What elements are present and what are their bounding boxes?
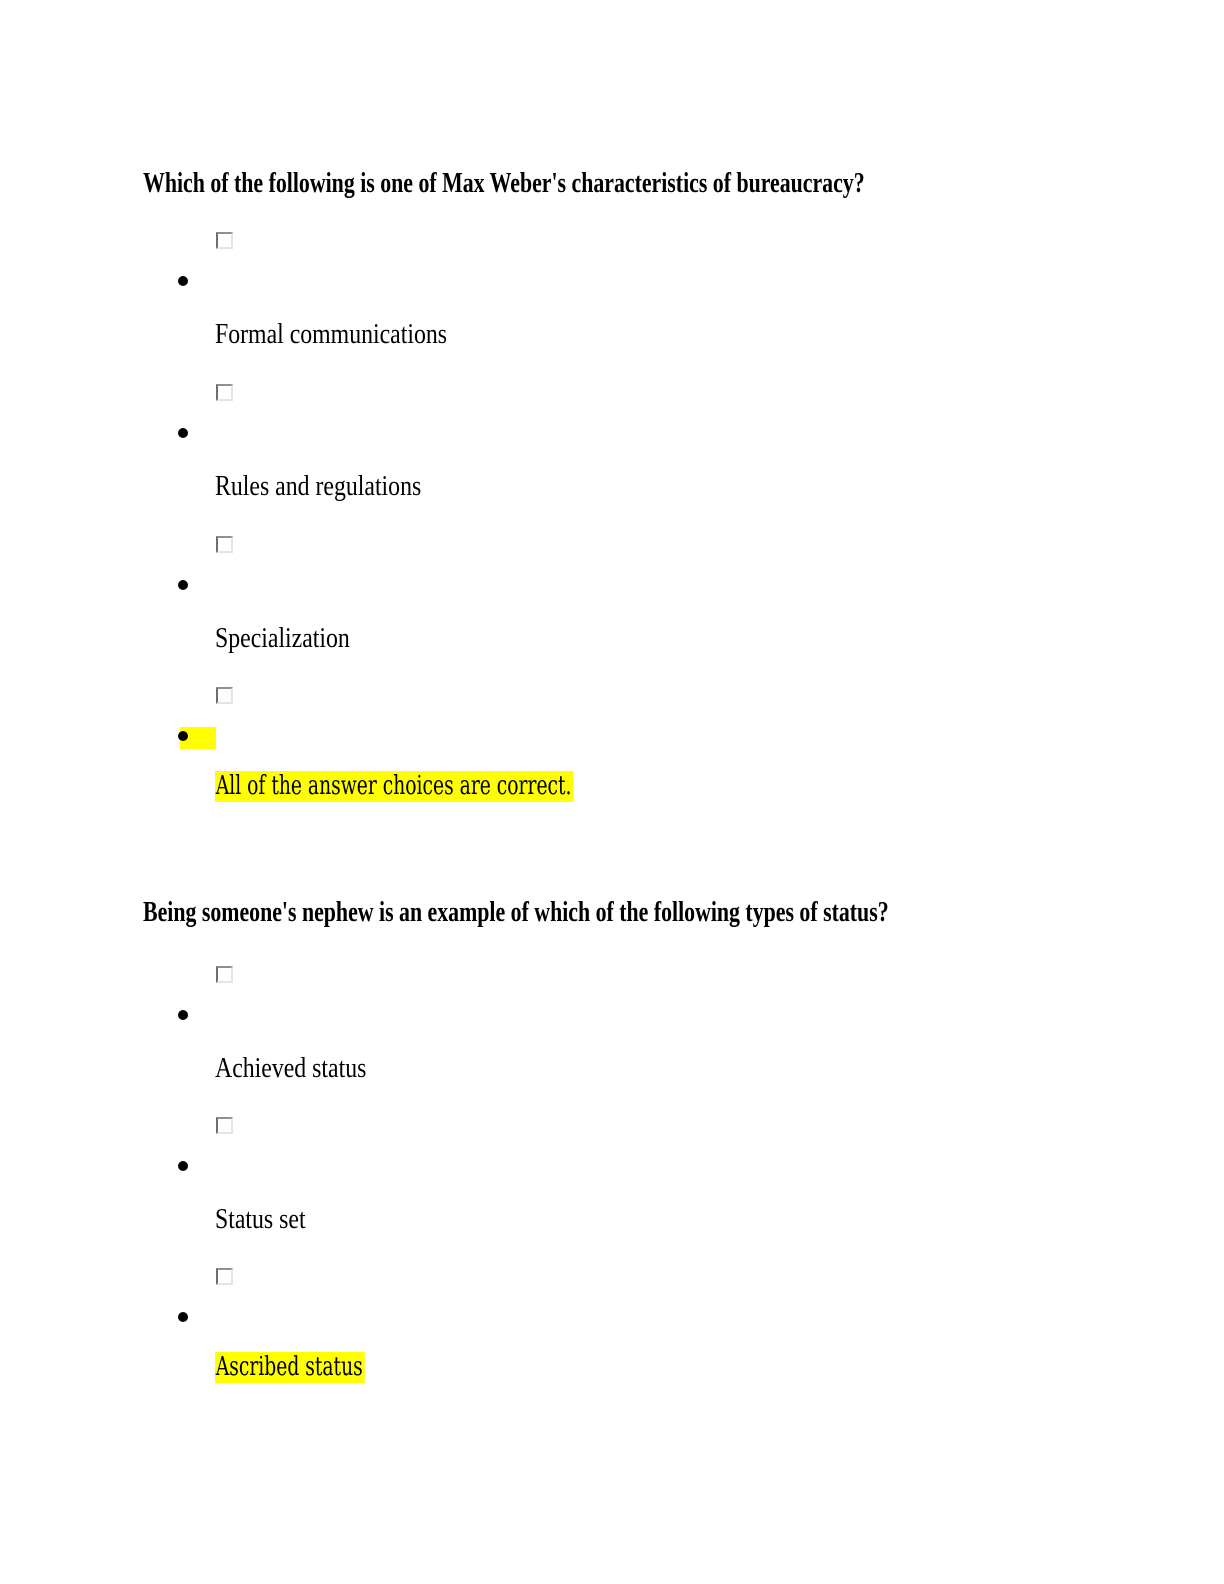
bullet-icon xyxy=(178,731,188,741)
answer-checkbox[interactable] xyxy=(216,966,233,983)
bullet-icon xyxy=(178,276,188,286)
bullet-icon xyxy=(178,1010,188,1020)
answer-option: Rules and regulations xyxy=(0,384,1224,535)
answer-label-highlighted: All of the answer choices are correct. xyxy=(215,771,574,802)
answer-checkbox[interactable] xyxy=(216,384,233,401)
answer-label: Specialization xyxy=(215,623,350,654)
bullet-icon xyxy=(178,1161,188,1171)
answer-label-highlighted: Ascribed status xyxy=(215,1352,365,1383)
answer-option: Specialization xyxy=(0,536,1224,687)
question-1-prompt: Which of the following is one of Max Web… xyxy=(143,168,865,199)
question-2-prompt: Being someone's nephew is an example of … xyxy=(143,897,889,928)
answer-checkbox[interactable] xyxy=(216,232,233,249)
answer-checkbox[interactable] xyxy=(216,1117,233,1134)
answer-option: Ascribed status xyxy=(0,1268,1224,1419)
bullet-icon xyxy=(178,1312,188,1322)
answer-option: Achieved status xyxy=(0,966,1224,1117)
answer-label: Achieved status xyxy=(215,1053,367,1084)
answer-checkbox[interactable] xyxy=(216,536,233,553)
answer-label: Status set xyxy=(215,1204,306,1235)
answer-label: Formal communications xyxy=(215,319,448,350)
answer-checkbox[interactable] xyxy=(216,1268,233,1285)
bullet-icon xyxy=(178,428,188,438)
bullet-highlight xyxy=(180,727,216,749)
answer-option: Formal communications xyxy=(0,232,1224,383)
answer-option: Status set xyxy=(0,1117,1224,1268)
answer-option: All of the answer choices are correct. xyxy=(0,687,1224,838)
answer-checkbox[interactable] xyxy=(216,687,233,704)
answer-label: Rules and regulations xyxy=(215,471,422,502)
bullet-icon xyxy=(178,580,188,590)
